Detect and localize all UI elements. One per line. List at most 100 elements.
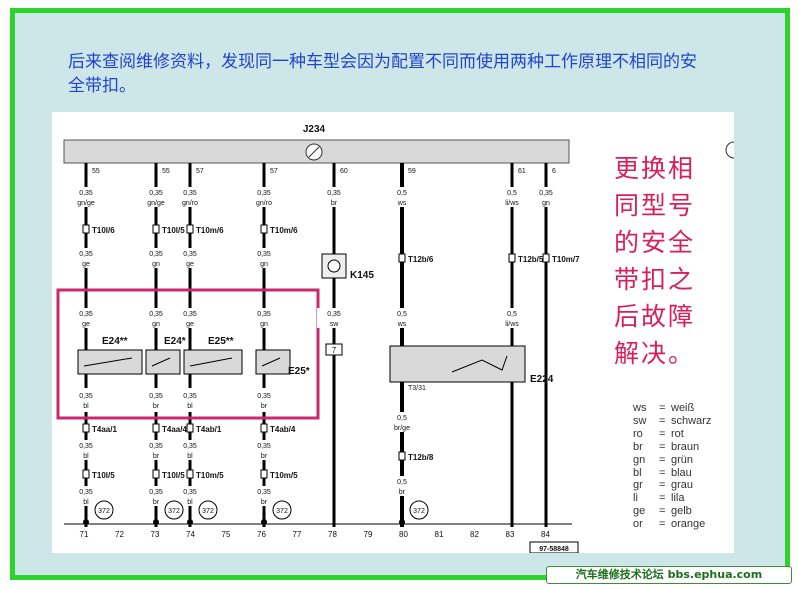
wire-gauge: 0,35 xyxy=(183,190,197,197)
track-number: 81 xyxy=(435,530,444,539)
wire-gauge: 0,35 xyxy=(327,190,341,197)
pin-number: 61 xyxy=(518,168,526,175)
track-number: 75 xyxy=(222,530,231,539)
connector-label: T12b/6 xyxy=(408,255,434,264)
legend-code: br xyxy=(633,440,643,453)
wire-color: ge xyxy=(82,321,90,328)
wire-gauge: 0,5 xyxy=(397,190,407,197)
wire-gauge: 0,35 xyxy=(257,251,271,258)
legend-name: weiß xyxy=(671,402,695,414)
wire-color: li/ws xyxy=(505,321,519,328)
track-number: 84 xyxy=(541,530,550,539)
ground-reference xyxy=(164,500,184,520)
wire-color: bl xyxy=(83,453,89,460)
component-label: E25** xyxy=(208,336,234,347)
wire-gauge: 0,5 xyxy=(507,190,517,197)
legend-equals: = xyxy=(659,479,666,492)
wire-color: gn/ge xyxy=(147,200,165,207)
legend-name: gelb xyxy=(671,505,692,518)
pin-number: 55 xyxy=(92,168,100,175)
ground-reference xyxy=(272,500,292,520)
track-number: 76 xyxy=(257,530,266,539)
legend-code: li xyxy=(633,492,638,505)
track-number: 82 xyxy=(470,530,479,539)
track-number: 72 xyxy=(115,530,124,539)
wire-label-bg xyxy=(317,187,351,207)
legend-name: schwarz xyxy=(671,414,712,427)
wire-color: gn xyxy=(152,261,160,268)
legend-equals: = xyxy=(659,492,666,505)
wire-color: gn/ge xyxy=(77,200,95,207)
reference-box xyxy=(325,343,343,356)
wire-gauge: 0,5 xyxy=(397,311,407,318)
wire-color: gn xyxy=(260,321,268,328)
wire-color: gn xyxy=(152,321,160,328)
wire-gauge: 0,35 xyxy=(257,489,271,496)
track-number: 80 xyxy=(399,530,408,539)
wire-color: gn xyxy=(260,261,268,268)
legend-row: br=braun xyxy=(633,441,711,454)
component-label: E24** xyxy=(102,336,128,347)
legend-code: ge xyxy=(633,505,646,518)
connector-pin xyxy=(82,469,90,479)
wire-gauge: 0,35 xyxy=(79,443,93,450)
wire-label-bg xyxy=(247,388,281,412)
connector-label: T10l/5 xyxy=(92,471,115,480)
wire-label-bg xyxy=(69,308,103,328)
wire-gauge: 0,35 xyxy=(257,190,271,197)
wire-label-bg xyxy=(69,440,103,460)
connector-label: T10l/5 xyxy=(162,471,185,480)
pin-number: 55 xyxy=(162,168,170,175)
wire-label-bg xyxy=(69,187,103,207)
legend-name: braun xyxy=(671,440,700,453)
ref-code: 97-58848 xyxy=(539,546,569,553)
wire-label-bg xyxy=(385,308,419,328)
wire-gauge: 0,35 xyxy=(149,190,163,197)
connector-label: T10m/5 xyxy=(196,471,224,480)
ground-reference-label: 372 xyxy=(168,508,180,515)
connector-label: T3/31 xyxy=(408,385,426,392)
legend-equals: = xyxy=(659,466,666,479)
wire-label-bg xyxy=(139,187,173,207)
connector-label: T10m/6 xyxy=(270,226,298,235)
control-unit-label: J234 xyxy=(303,124,326,135)
legend-row: gn=grün xyxy=(633,454,711,467)
track-number: 74 xyxy=(186,530,195,539)
track-number: 83 xyxy=(506,530,515,539)
connector-pin xyxy=(152,469,160,479)
wire-color: br xyxy=(153,499,160,506)
wire-color: gn xyxy=(542,200,550,207)
wire-color: br xyxy=(153,453,160,460)
connector-pin xyxy=(186,224,194,234)
connector-pin xyxy=(152,224,160,234)
wire-gauge: 0,35 xyxy=(183,489,197,496)
wire-label-bg xyxy=(139,486,173,506)
wire-gauge: 0,5 xyxy=(397,479,407,486)
wire-label-bg xyxy=(69,388,103,412)
legend-name: blau xyxy=(671,466,692,479)
wire-label-bg xyxy=(247,248,281,268)
wire-color: bl xyxy=(83,403,89,410)
wire-label-bg xyxy=(139,308,173,328)
legend-row: gr=grau xyxy=(633,479,711,492)
wire-color: ge xyxy=(186,261,194,268)
legend-name: lila xyxy=(671,492,685,505)
module-circuit xyxy=(451,355,508,373)
legend-code: gn xyxy=(633,453,646,466)
wire-label-bg xyxy=(495,308,529,328)
legend-row: ge=gelb xyxy=(633,505,711,518)
legend-code: bl xyxy=(633,466,642,479)
ground-reference-label: 372 xyxy=(413,508,425,515)
wire-color: gn/ro xyxy=(256,200,272,207)
legend-row: li = lila xyxy=(633,492,711,505)
wire-gauge: 0,35 xyxy=(79,251,93,258)
wire-label-bg xyxy=(247,187,281,207)
pin-number: 57 xyxy=(270,168,278,175)
wire-gauge: 0,35 xyxy=(539,190,553,197)
wire-label-bg xyxy=(247,440,281,460)
wire-label-bg xyxy=(173,486,207,506)
connector-pin xyxy=(398,451,406,461)
